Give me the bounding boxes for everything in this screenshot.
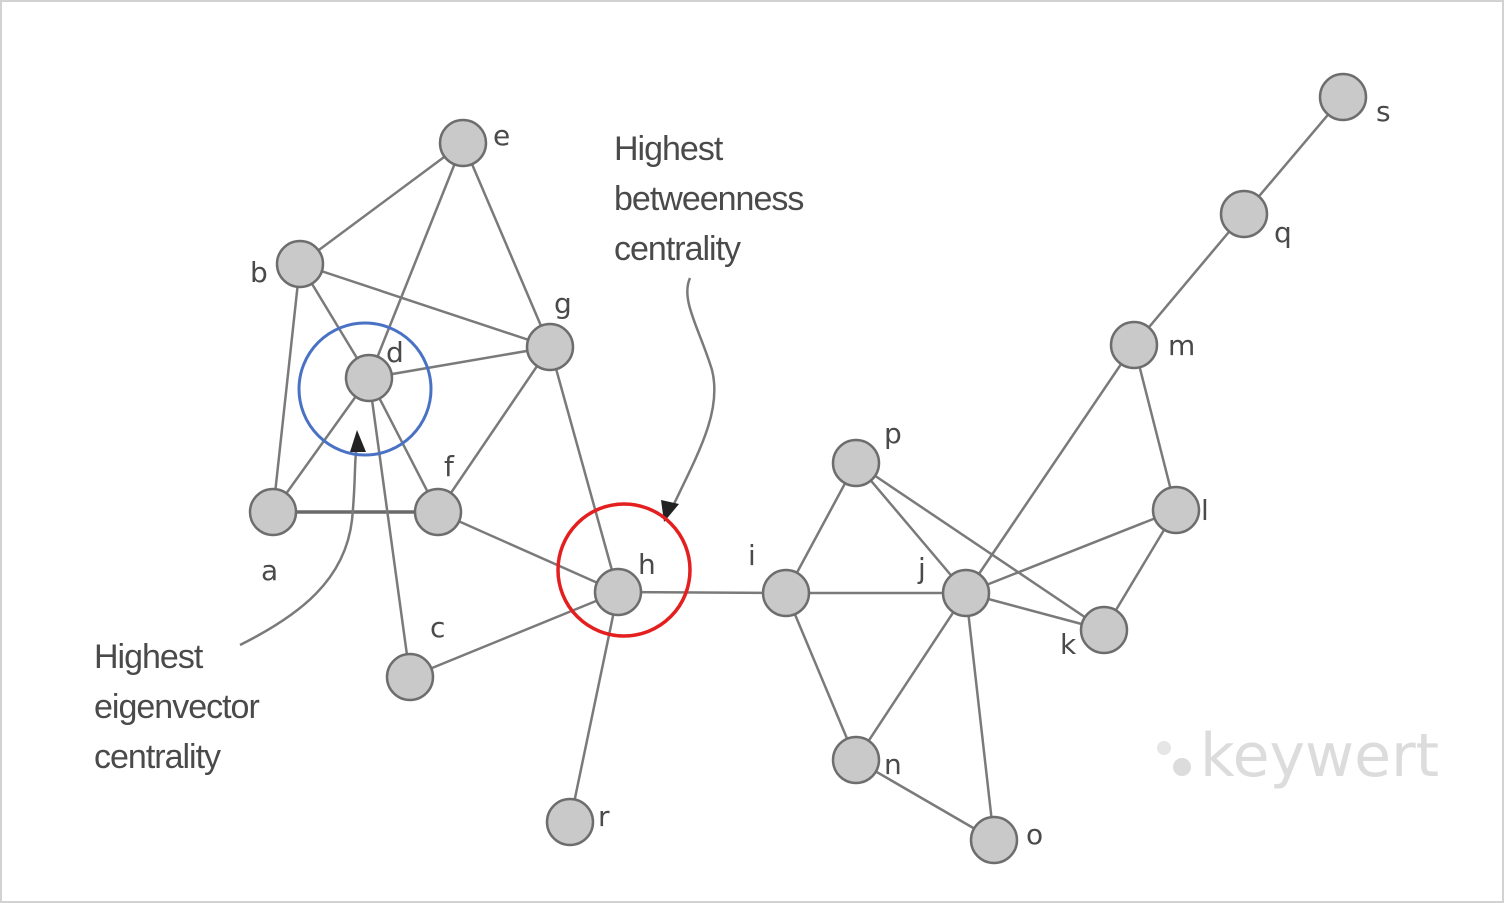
edge-m-q [1133,213,1245,346]
edge-q-s [1243,96,1344,215]
node-label-j: j [917,552,926,585]
eigenvector-label-line-1: Highest [94,638,204,676]
node-k [1079,605,1129,655]
edge-f-h [437,510,619,594]
node-m [1109,320,1159,370]
node-o [969,815,1019,865]
node-label-k: k [1060,628,1077,661]
node-e [438,118,488,168]
edge-e-g [461,142,552,348]
edge-g-h [548,346,620,593]
node-label-c: c [430,611,445,644]
node-f [413,487,463,537]
edge-p-j [855,462,967,594]
edge-a-b [271,263,302,513]
eigenvector-arrowhead [350,430,366,452]
keywert-logo: keywert [1157,721,1439,791]
betweenness-label-line-1: Highest [614,130,724,168]
node-q [1219,189,1269,239]
edge-p-k [855,461,1105,632]
edge-b-g [299,262,551,349]
node-c [385,652,435,702]
node-label-a: a [261,554,278,587]
edge-d-e [367,142,465,379]
node-g [525,322,575,372]
edge-l-m [1132,344,1178,511]
betweenness-label-line-3: centrality [614,230,741,268]
node-label-n: n [884,748,902,781]
eigenvector-label-line-3: centrality [94,738,221,776]
node-h [593,567,643,617]
node-label-f: f [444,450,455,483]
node-label-g: g [554,287,572,320]
edge-j-m [964,344,1136,594]
node-l [1151,485,1201,535]
node-label-e: e [493,119,510,152]
betweenness-pointer [670,277,716,509]
edge-n-o [855,758,995,842]
node-b [275,239,325,289]
edge-c-h [409,590,619,679]
edge-h-r [568,591,620,823]
edge-b-e [299,141,464,266]
node-label-p: p [884,417,902,450]
edge-d-c [367,377,412,678]
node-label-s: s [1376,95,1391,128]
node-i [761,568,811,618]
edge-d-g [368,345,551,380]
node-label-h: h [638,548,656,581]
node-label-q: q [1274,216,1292,249]
node-s [1318,72,1368,122]
node-label-m: m [1168,329,1195,362]
nodes-layer [248,72,1368,865]
edge-f-g [436,346,552,513]
edge-i-n [784,592,858,761]
node-label-o: o [1026,818,1043,851]
edge-d-f [367,377,440,513]
edge-j-n [854,592,968,761]
node-label-r: r [598,800,610,833]
node-label-d: d [386,336,404,369]
betweenness-highlight-ring [556,502,692,638]
eigenvector-label-line-2: eigenvector [94,688,259,726]
edge-j-l [965,508,1177,595]
edge-i-p [784,462,858,594]
node-d [344,353,394,403]
node-label-b: b [250,256,268,289]
node-j [941,568,991,618]
edges-layer [271,96,1344,842]
keywert-logo-text: keywert [1200,721,1439,791]
node-label-i: i [748,539,756,572]
node-a [248,487,298,537]
eigenvector-pointer [239,443,359,647]
node-label-l: l [1201,494,1209,527]
edge-a-d [271,377,371,513]
labels-layer: a b c d e f g h i j k l m n o p q r s [250,95,1391,851]
node-r [545,797,595,847]
eigenvector-highlight-ring [297,321,433,457]
edge-j-o [964,592,996,841]
node-p [831,438,881,488]
node-n [831,735,881,785]
edge-h-i [617,590,787,595]
betweenness-label-line-2: betweenness [614,180,803,218]
